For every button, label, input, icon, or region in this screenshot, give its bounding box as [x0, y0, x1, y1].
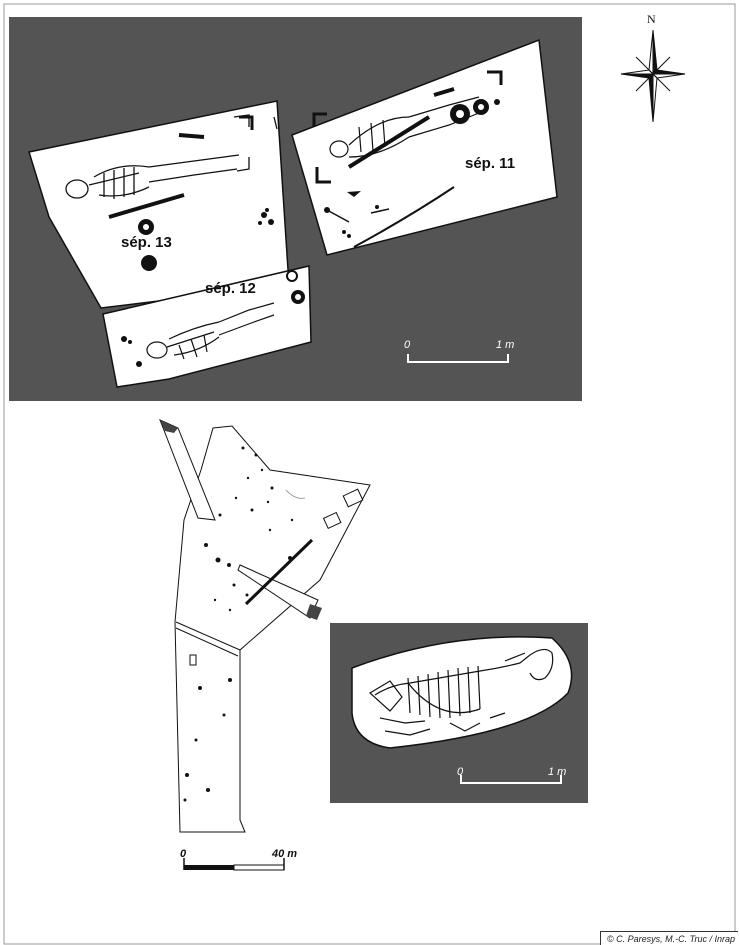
compass-rose-icon: [620, 29, 686, 123]
north-label: N: [647, 12, 656, 26]
burial-12-pot-2: [286, 270, 298, 282]
burial-11-curved-line: [353, 186, 455, 248]
site-scale-start: 0: [180, 848, 187, 860]
horse-burial-panel: 0 1 m: [330, 623, 588, 803]
site-scale-end: 40 m: [272, 848, 298, 860]
burial-13-skeleton: [65, 114, 278, 219]
burial-13-deposit: [258, 208, 274, 225]
burials-drawing: [28, 38, 558, 388]
burial-13-pot-2: [141, 255, 157, 271]
label-sep-11: sép. 11: [465, 155, 516, 172]
horse-burial-pit: [351, 636, 573, 749]
burial-12-skeleton: [146, 302, 275, 360]
label-sep-12: sép. 12: [205, 280, 256, 297]
burial-13-pit: [28, 100, 290, 309]
horse-scale-start: 0: [457, 766, 464, 778]
burial-12-pit: [102, 265, 312, 388]
burials-panel: sép. 13 sép. 12 sép. 11 0 1 m: [9, 17, 582, 401]
burial-11-pit: [291, 38, 558, 256]
burial-11-corner-marks: [239, 70, 503, 184]
horse-skeleton: [368, 648, 554, 736]
burials-scale-bar: [407, 354, 509, 363]
burials-scale-end: 1 m: [496, 339, 515, 351]
burials-scale-start: 0: [404, 339, 411, 351]
horse-scale-end: 1 m: [548, 766, 567, 778]
label-sep-13: sép. 13: [121, 234, 172, 251]
horse-burial-drawing: [351, 636, 573, 784]
north-arrow: N: [618, 12, 688, 124]
horse-scale-bar: [460, 775, 562, 784]
credit-line: © C. Paresys, M.-C. Truc / Inrap: [600, 931, 738, 945]
